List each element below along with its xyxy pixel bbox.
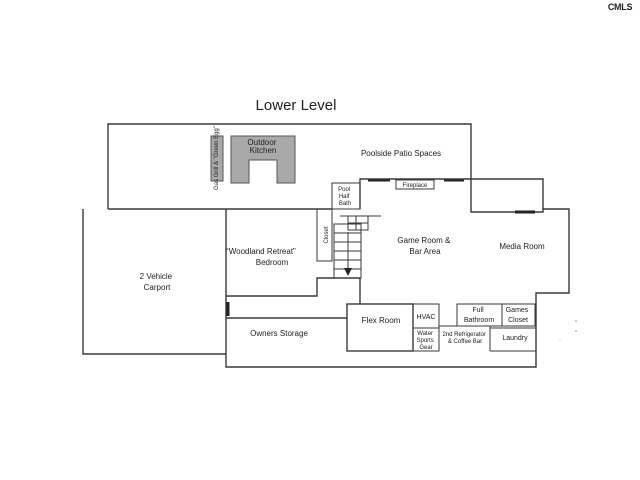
bedroom-bottom-wall (226, 277, 361, 304)
hvac-label: HVAC (417, 314, 436, 321)
fireplace-label: Fireplace (403, 183, 428, 189)
pool-half-bath-line-3: Bath (339, 201, 351, 207)
woodland-bedroom-line-1: “Woodland Retreat” (226, 247, 296, 256)
gas-grill-label-line: Gas Grill & "Green Egg" (214, 126, 220, 190)
woodland-bedroom-label: “Woodland Retreat” Bedroom (226, 247, 298, 267)
outdoor-kitchen-line-2: Kitchen (250, 146, 277, 155)
pool-half-bath-line-1: Pool (338, 187, 350, 193)
refrigerator-label: 2nd Refrigerator & Coffee Bar (442, 332, 487, 345)
carport-line-1: 2 Vehicle (140, 272, 173, 281)
pool-half-bath-line-2: Half (339, 194, 350, 200)
cmls-logo: CMLS (602, 0, 638, 14)
woodland-bedroom-line-2: Bedroom (256, 258, 289, 267)
refrigerator-line-1: 2nd Refrigerator (442, 332, 485, 338)
staircase (333, 215, 381, 279)
laundry-box (490, 327, 536, 352)
games-closet-label: Games Closet (506, 307, 531, 324)
cmls-logo-text: CMLS (607, 2, 633, 12)
water-sports-label: Water Sports Gear (416, 331, 435, 351)
full-bathroom-line-1: Full (472, 307, 484, 314)
closet-label-line: Closet (324, 226, 330, 243)
game-room-line-1: Game Room & (397, 236, 451, 245)
carport-label: 2 Vehicle Carport (140, 272, 175, 292)
game-room-label: Game Room & Bar Area (397, 236, 452, 256)
media-room-label: Media Room (499, 242, 545, 251)
water-sports-line-2: Sports (416, 338, 433, 344)
games-closet-line-1: Games (506, 307, 529, 314)
outdoor-kitchen-label: Outdoor Kitchen (247, 138, 278, 155)
outdoor-kitchen (230, 135, 296, 184)
dot-marker (575, 320, 577, 322)
flex-room-label: Flex Room (362, 316, 401, 325)
pool-half-bath (331, 182, 361, 210)
game-room-line-2: Bar Area (409, 247, 441, 256)
pool-half-bath-label: Pool Half Bath (338, 187, 352, 207)
water-sports-line-1: Water (417, 331, 433, 337)
outdoor-kitchen-line-1: Outdoor (247, 138, 276, 147)
games-closet (501, 303, 536, 327)
fireplace (395, 179, 435, 190)
gas-grill-label: Gas Grill & "Green Egg" (214, 126, 220, 190)
laundry-label: Laundry (502, 335, 528, 342)
full-bathroom-label: Full Bathroom (464, 307, 495, 324)
water-sports-gear (412, 327, 440, 352)
dot-marker (559, 339, 561, 341)
water-sports-line-3: Gear (419, 345, 432, 351)
carport-line-2: Carport (144, 283, 171, 292)
closet-label: Closet (324, 226, 330, 243)
gas-grill (210, 135, 224, 182)
dot-marker (575, 330, 577, 332)
full-bathroom-line-2: Bathroom (464, 317, 495, 324)
closet (316, 208, 333, 262)
owners-storage-label: Owners Storage (250, 329, 308, 338)
poolside-patio-label: Poolside Patio Spaces (361, 149, 441, 158)
patio-outline (107, 123, 544, 209)
house-outline (82, 178, 570, 368)
games-closet-line-2: Closet (508, 317, 528, 324)
refrigerator-line-2: & Coffee Bar (448, 339, 482, 345)
flex-room (346, 303, 414, 352)
floor-title: Lower Level (256, 97, 337, 114)
